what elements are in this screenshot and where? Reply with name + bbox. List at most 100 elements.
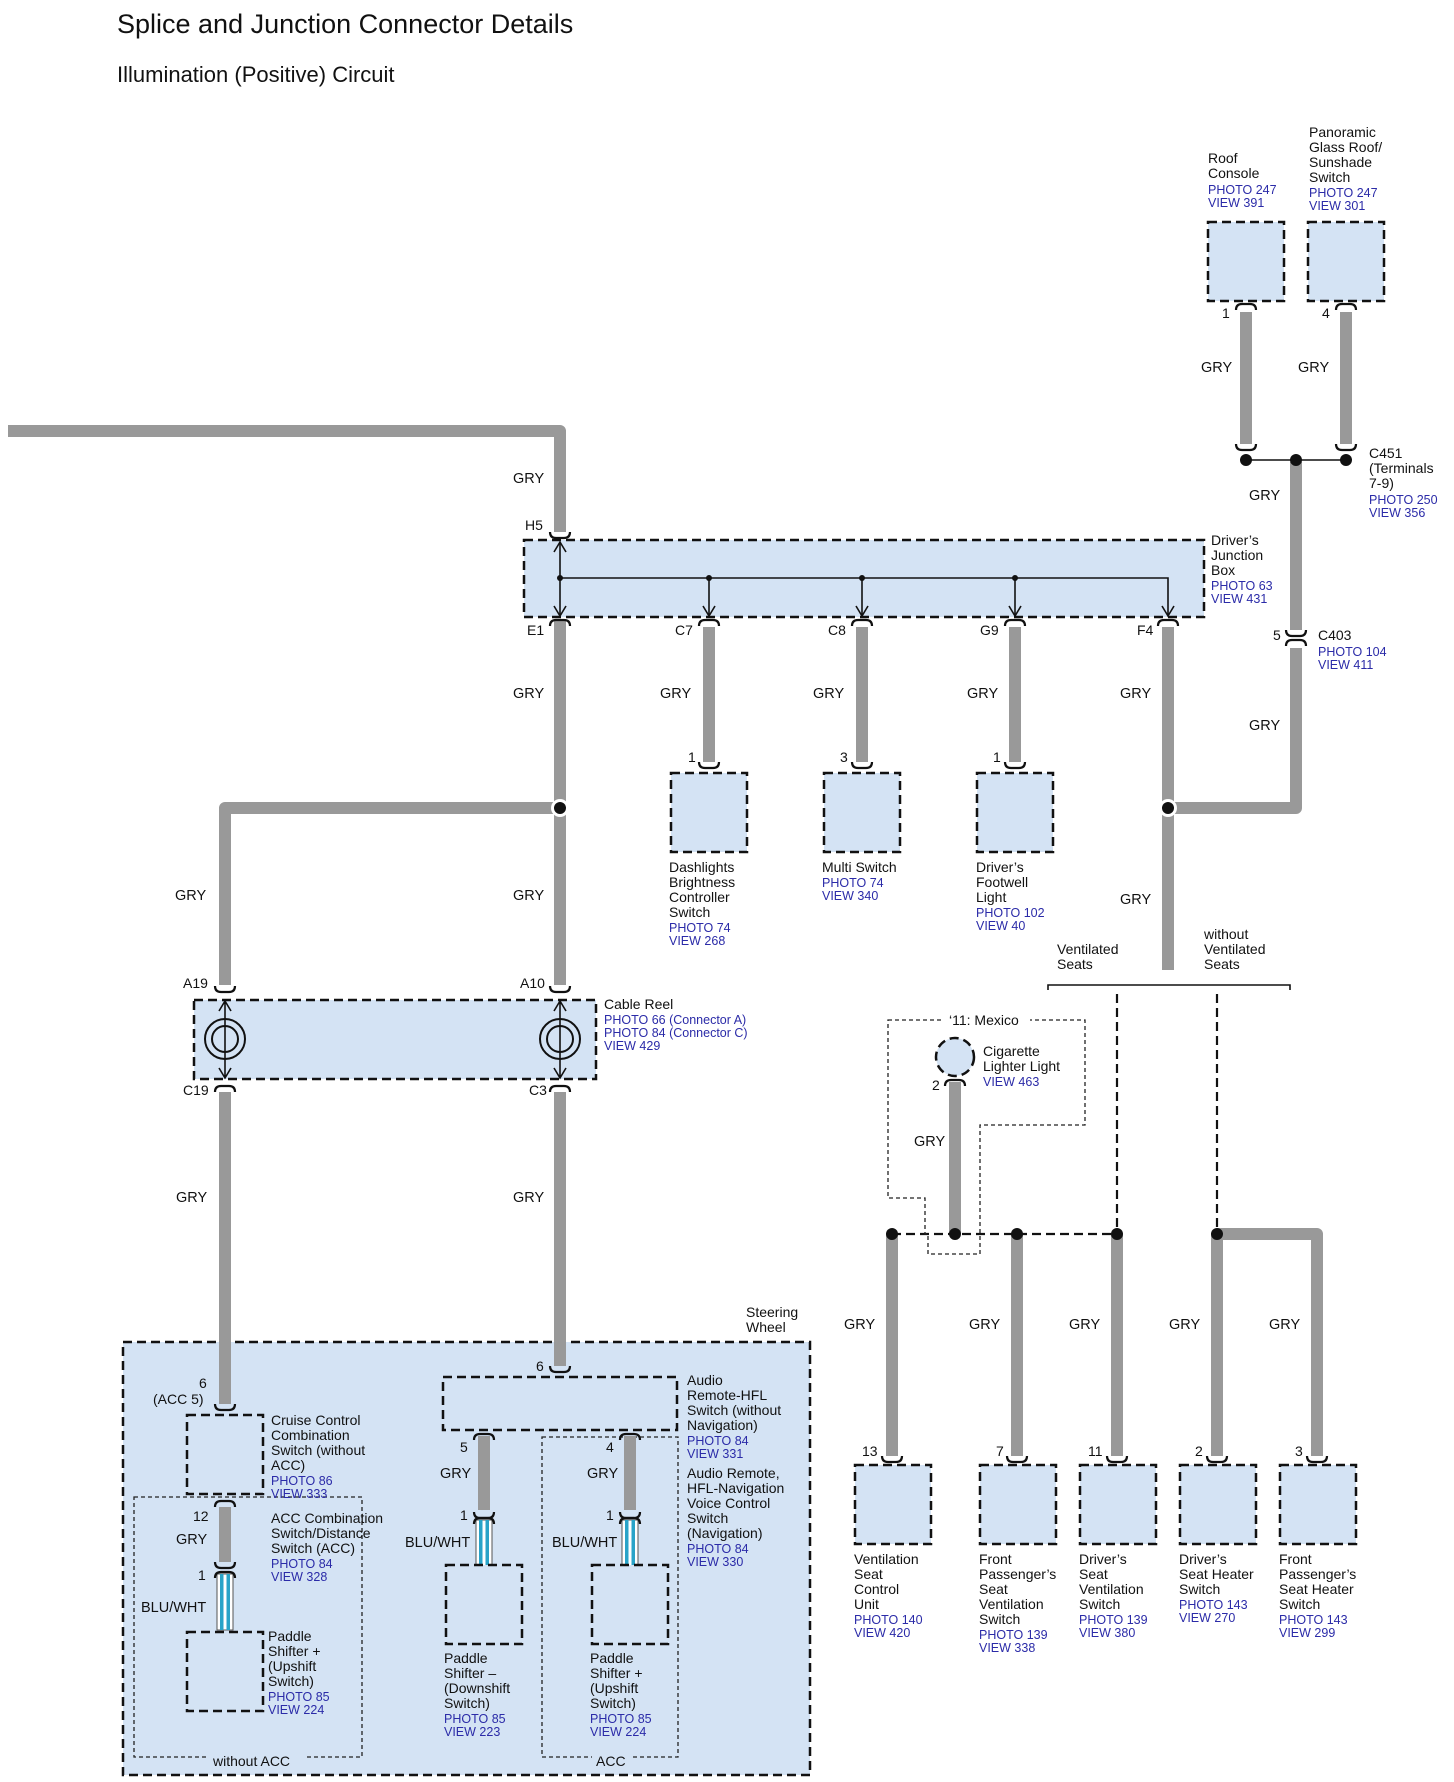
component-ref: VIEW 380	[1079, 1626, 1135, 1640]
wire-label: GRY	[513, 471, 544, 487]
pin-label: H5	[525, 517, 543, 533]
wire-label: GRY	[1120, 892, 1151, 908]
component-ref: VIEW 411	[1318, 658, 1373, 672]
component-ref: PHOTO 86	[271, 1474, 333, 1488]
pin-label: 1	[460, 1507, 468, 1523]
component-ref: VIEW 299	[1279, 1626, 1335, 1640]
component-name: (Upshift	[590, 1680, 638, 1696]
component-name: Seat	[854, 1566, 883, 1582]
component-ref: VIEW 40	[976, 919, 1025, 933]
component-ref: VIEW 463	[983, 1075, 1039, 1089]
pin-label: 11	[1088, 1443, 1103, 1459]
component-name: Panoramic	[1309, 124, 1376, 140]
component-name: (Navigation)	[687, 1525, 762, 1541]
wire-labels: GRY GRY GRY GRY GRY GRY GRY GRY GRY GRY …	[141, 360, 1329, 1616]
wire-a19-branch	[219, 802, 560, 985]
component-name: Front	[1279, 1551, 1312, 1567]
component-name: Seat	[1079, 1566, 1108, 1582]
pin-label: 1	[606, 1507, 614, 1523]
component-name: Driver’s	[1079, 1551, 1127, 1567]
wire-label: GRY	[513, 888, 544, 904]
component-name: Voice Control	[687, 1495, 770, 1511]
component-name: Switch	[1309, 169, 1350, 185]
component-ref: PHOTO 247	[1309, 186, 1378, 200]
roof-console-box	[1206, 220, 1286, 303]
pin-label: 3	[1295, 1443, 1303, 1459]
wire-label: GRY	[1249, 718, 1280, 734]
component-name: Seat Heater	[1179, 1566, 1254, 1582]
component-ref: PHOTO 104	[1318, 645, 1387, 659]
blu-wht-wires	[216, 1519, 639, 1631]
component-labels: Roof Console PHOTO 247 VIEW 391 Panorami…	[268, 124, 1438, 1739]
cruise-control-box	[185, 1413, 265, 1496]
pin-label: 2	[1195, 1443, 1203, 1459]
pin-label: C7	[675, 622, 693, 638]
option-label: Seats	[1204, 956, 1240, 972]
wire-label: GRY	[1069, 1317, 1100, 1333]
component-name: Passenger’s	[979, 1566, 1056, 1582]
option-label: without ACC	[212, 1753, 290, 1769]
pin-label: G9	[980, 622, 999, 638]
components	[185, 220, 1386, 1713]
component-name: Ventilation	[979, 1596, 1044, 1612]
component-name: (Upshift	[268, 1658, 316, 1674]
component-name: Paddle	[268, 1628, 312, 1644]
component-name: Driver’s	[1179, 1551, 1227, 1567]
component-name: ACC)	[271, 1457, 305, 1473]
component-name: Paddle	[590, 1650, 634, 1666]
option-label: ACC	[596, 1753, 626, 1769]
component-name: Wheel	[746, 1319, 786, 1335]
component-name: Controller	[669, 889, 730, 905]
pin-label: E1	[527, 622, 544, 638]
gry-wires	[8, 312, 1352, 1562]
wire-label: GRY	[1298, 360, 1329, 376]
component-name: Switch/Distance	[271, 1525, 371, 1541]
page-title: Splice and Junction Connector Details	[117, 9, 573, 39]
component-name: Switch (without	[271, 1442, 365, 1458]
wire-label: GRY	[175, 888, 206, 904]
cigarette-lighter-circle	[934, 1036, 976, 1078]
wire-label: GRY	[513, 686, 544, 702]
dashlights-switch-box	[669, 771, 749, 854]
cable-reel-box	[192, 998, 598, 1081]
component-name: Combination	[271, 1427, 350, 1443]
option-label: without	[1203, 926, 1248, 942]
option-labels: Ventilated Seats without Ventilated Seat…	[206, 926, 1266, 1769]
wire-label: GRY	[1249, 488, 1280, 504]
wire-label: GRY	[969, 1317, 1000, 1333]
component-name: Seat Heater	[1279, 1581, 1354, 1597]
component-name: Audio	[687, 1372, 723, 1388]
component-name: Shifter +	[268, 1643, 321, 1659]
wire-label: GRY	[914, 1134, 945, 1150]
pin-label: C8	[828, 622, 846, 638]
wire-label: GRY	[660, 686, 691, 702]
component-ref: VIEW 223	[444, 1725, 500, 1739]
pin-label: 4	[606, 1439, 614, 1455]
pin-label: 2	[932, 1077, 940, 1093]
pin-label: 4	[1322, 305, 1330, 321]
component-name: (Terminals	[1369, 460, 1434, 476]
component-name: ACC Combination	[271, 1510, 383, 1526]
pin-label: (ACC 5)	[153, 1391, 204, 1407]
component-ref: PHOTO 139	[979, 1628, 1048, 1642]
component-name: Footwell	[976, 874, 1028, 890]
wire-c403	[1168, 648, 1302, 814]
wire-blu-wht-mid	[475, 1519, 493, 1569]
component-ref: VIEW 331	[687, 1447, 743, 1461]
component-name: Remote-HFL	[687, 1387, 767, 1403]
component-ref: PHOTO 85	[590, 1712, 652, 1726]
component-name: Navigation)	[687, 1417, 758, 1433]
option-label: Seats	[1057, 956, 1093, 972]
component-ref: VIEW 338	[979, 1641, 1035, 1655]
wire-incoming	[8, 425, 566, 532]
component-name: Switch	[1079, 1596, 1120, 1612]
vent-seat-unit-box	[853, 1463, 933, 1546]
wire-label: GRY	[1201, 360, 1232, 376]
component-name: C451	[1369, 445, 1403, 461]
audio-remote-box	[441, 1375, 679, 1432]
component-name: Switch	[1179, 1581, 1220, 1597]
component-name: Shifter +	[590, 1665, 643, 1681]
component-ref: VIEW 224	[590, 1725, 646, 1739]
wire-label: GRY	[513, 1190, 544, 1206]
